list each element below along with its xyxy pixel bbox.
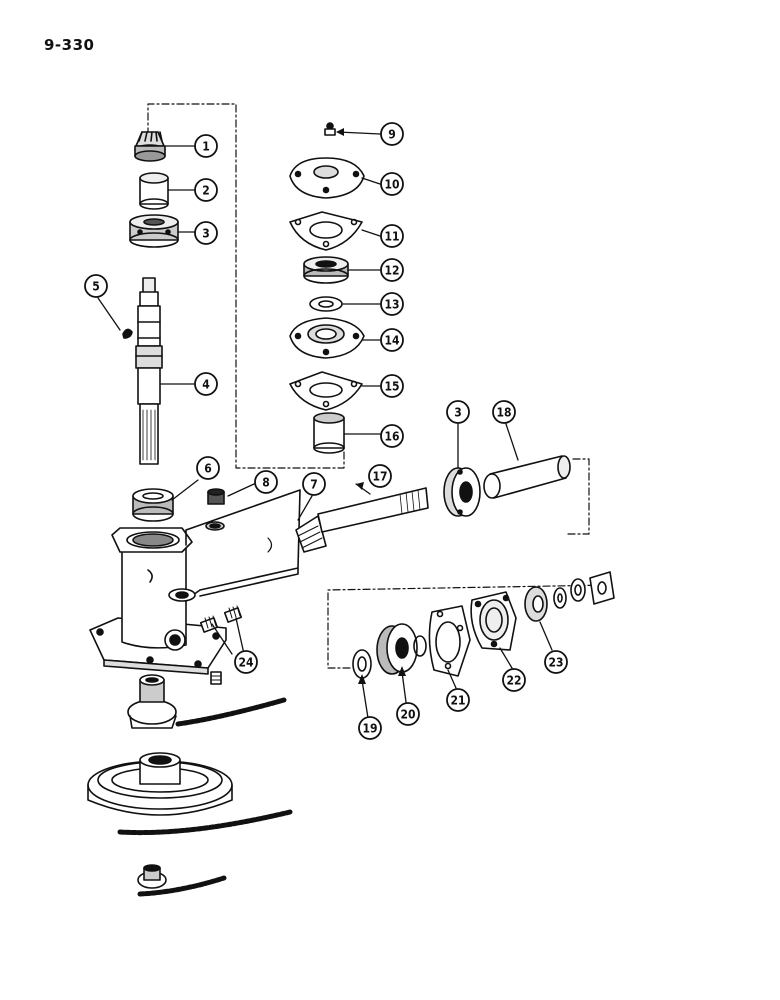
svg-text:5: 5 (92, 280, 100, 294)
bearing-20 (376, 623, 427, 675)
bearing-12 (303, 256, 349, 284)
callout-21: 21 (446, 688, 470, 712)
oil-seal-6 (132, 488, 174, 522)
svg-text:24: 24 (238, 656, 254, 670)
svg-text:7: 7 (310, 478, 318, 492)
svg-text:2: 2 (202, 184, 210, 198)
callout-15: 15 (380, 374, 404, 398)
svg-text:4: 4 (202, 378, 210, 392)
set-screw-set (199, 605, 243, 685)
callouts: 1 2 3 3 4 5 6 7 8 9 10 11 12 13 14 15 16… (84, 122, 568, 740)
bevel-gear-shaft (295, 487, 429, 553)
leader-lines (97, 131, 553, 719)
cap-22 (470, 591, 517, 651)
svg-text:23: 23 (548, 656, 563, 670)
callout-17: 17 (368, 464, 392, 488)
callout-19: 19 (358, 716, 382, 740)
svg-text:18: 18 (496, 406, 511, 420)
woodruff-key (122, 328, 133, 339)
callout-7: 7 (302, 472, 326, 496)
svg-text:19: 19 (362, 722, 377, 736)
drive-chain-middle (117, 809, 293, 836)
svg-text:21: 21 (450, 694, 465, 708)
drive-chain-upper (175, 697, 287, 727)
bearing-upper (129, 214, 179, 248)
svg-text:17: 17 (372, 470, 387, 484)
callout-18: 18 (492, 400, 516, 424)
svg-text:9: 9 (388, 128, 396, 142)
callout-2: 2 (194, 178, 218, 202)
callout-1: 1 (194, 134, 218, 158)
callout-4: 4 (194, 372, 218, 396)
svg-text:8: 8 (262, 476, 270, 490)
svg-text:12: 12 (384, 264, 399, 278)
callout-9: 9 (380, 122, 404, 146)
callout-5: 5 (84, 274, 108, 298)
assembly-line-upper (147, 103, 345, 469)
assembly-line-right (327, 458, 611, 669)
page-number: 9-330 (44, 36, 95, 54)
bevel-pinion-gear (134, 131, 166, 162)
svg-text:22: 22 (506, 674, 521, 688)
callout-3: 3 (446, 400, 470, 424)
svg-text:14: 14 (384, 334, 400, 348)
svg-text:3: 3 (454, 406, 462, 420)
callout-10: 10 (380, 172, 404, 196)
seal-23 (524, 586, 548, 622)
bearing-right (443, 467, 481, 517)
gasket-21 (428, 605, 471, 677)
drive-chain-lower (137, 875, 227, 897)
flange-housing (289, 317, 365, 359)
callout-24: 24 (234, 650, 258, 674)
callout-23: 23 (544, 650, 568, 674)
splined-shaft (135, 277, 163, 465)
svg-text:11: 11 (384, 230, 399, 244)
spacer-tube (483, 455, 571, 499)
callout-11: 11 (380, 224, 404, 248)
washer-stack (553, 578, 586, 609)
gasket-15 (289, 371, 363, 411)
callout-22: 22 (502, 668, 526, 692)
svg-text:16: 16 (384, 430, 399, 444)
gasket-11 (289, 211, 363, 251)
grease-fitting (324, 122, 336, 136)
plug-8 (207, 488, 225, 505)
washer-19 (352, 649, 372, 679)
gearbox-housing (89, 489, 301, 675)
bushing (139, 172, 169, 210)
retainer-plate (589, 571, 615, 605)
callout-3: 3 (194, 221, 218, 245)
svg-text:15: 15 (384, 380, 399, 394)
svg-text:1: 1 (202, 140, 210, 154)
spacer-16 (313, 412, 345, 454)
svg-text:3: 3 (202, 227, 210, 241)
callout-20: 20 (396, 702, 420, 726)
callout-16: 16 (380, 424, 404, 448)
svg-text:6: 6 (204, 462, 212, 476)
large-sheave (87, 752, 233, 816)
callout-6: 6 (196, 456, 220, 480)
bearing-cap (289, 157, 365, 199)
svg-text:10: 10 (384, 178, 399, 192)
callout-8: 8 (254, 470, 278, 494)
small-sprocket (127, 674, 177, 729)
svg-text:20: 20 (400, 708, 415, 722)
washer-13 (309, 296, 343, 312)
svg-text:13: 13 (384, 298, 399, 312)
callout-13: 13 (380, 292, 404, 316)
callout-12: 12 (380, 258, 404, 282)
bottom-sprocket (137, 864, 167, 889)
callout-14: 14 (380, 328, 404, 352)
leader-arrowheads (336, 128, 406, 684)
